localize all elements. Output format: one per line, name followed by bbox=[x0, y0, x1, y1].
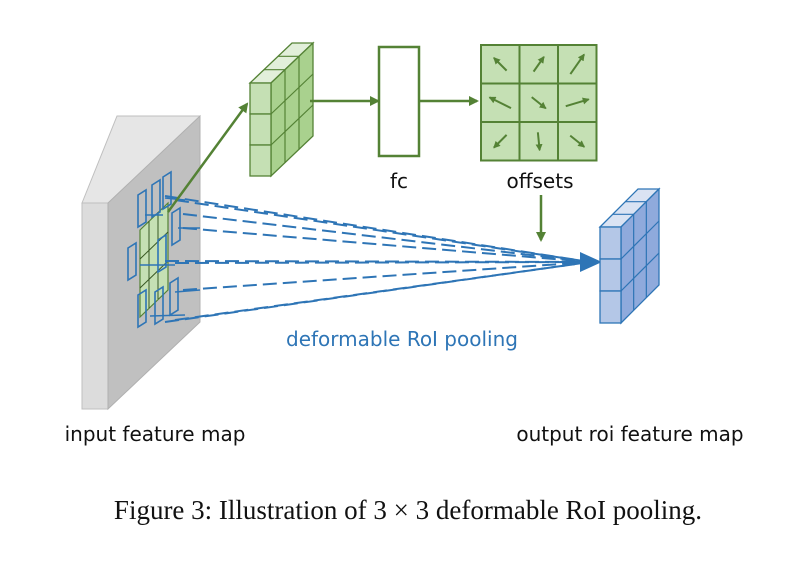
blue-cube-cell bbox=[599, 226, 622, 260]
dashed-line bbox=[182, 261, 591, 291]
offset-arrow-down bbox=[535, 132, 543, 152]
offsets-grid bbox=[480, 44, 598, 162]
fc-layer-box bbox=[377, 45, 421, 158]
blue-cube-side-divider bbox=[620, 220, 660, 260]
bin-connector bbox=[149, 314, 186, 317]
deformed-bin bbox=[162, 170, 172, 211]
offset-arrow-down-right bbox=[531, 96, 547, 110]
offset-arrow-down-right bbox=[569, 134, 586, 148]
deformed-bin bbox=[169, 276, 179, 317]
bin-connector bbox=[174, 289, 201, 293]
roi-features-cube bbox=[248, 41, 315, 178]
dashed-line bbox=[182, 213, 591, 263]
green-cube-cell bbox=[249, 82, 272, 115]
output-roi-cube bbox=[598, 187, 661, 325]
roi-to-features-arrow bbox=[166, 102, 249, 213]
green-cube-cell bbox=[249, 113, 272, 146]
offset-cell bbox=[480, 44, 521, 85]
dashed-line bbox=[164, 195, 591, 263]
input-feature-map-label: input feature map bbox=[65, 422, 246, 446]
offset-arrow-up-right bbox=[532, 56, 545, 73]
offset-arrow-left bbox=[488, 96, 512, 110]
green-cube-side-divider bbox=[270, 73, 314, 115]
pooling-label: deformable RoI pooling bbox=[286, 327, 518, 351]
blue-cube-side-divider bbox=[620, 252, 660, 292]
deformed-bin bbox=[151, 178, 161, 219]
deformed-bin bbox=[171, 206, 181, 247]
dashed-line bbox=[164, 260, 591, 263]
deformed-bin bbox=[154, 285, 164, 326]
deformed-bin bbox=[137, 188, 147, 229]
offset-arrow-down-left bbox=[493, 134, 508, 149]
output-feature-map-label: output roi feature map bbox=[516, 422, 743, 446]
green-cube-side-divider bbox=[270, 104, 314, 146]
deformed-bins bbox=[127, 170, 201, 329]
dashed-line bbox=[174, 199, 591, 263]
blue-cube-cell bbox=[599, 258, 622, 292]
green-cube-cell bbox=[249, 144, 272, 177]
dashed-line bbox=[182, 227, 591, 263]
dashed-line bbox=[174, 261, 591, 264]
offset-arrow-up-left bbox=[493, 57, 508, 72]
deformed-bin bbox=[157, 233, 167, 274]
blue-cube-cell bbox=[599, 290, 622, 324]
offset-arrow-up-right bbox=[569, 53, 585, 75]
fc-label: fc bbox=[390, 169, 408, 193]
bin-connector bbox=[164, 197, 186, 201]
offset-arrow-right bbox=[565, 97, 590, 108]
dashed-line bbox=[174, 261, 591, 321]
pooling-dashed-lines bbox=[164, 195, 591, 323]
figure-caption: Figure 3: Illustration of 3 × 3 deformab… bbox=[114, 495, 702, 525]
deformed-bin bbox=[127, 241, 137, 282]
deformed-bin bbox=[137, 288, 147, 329]
input-map-left-face bbox=[81, 202, 109, 410]
offsets-label: offsets bbox=[506, 169, 573, 193]
